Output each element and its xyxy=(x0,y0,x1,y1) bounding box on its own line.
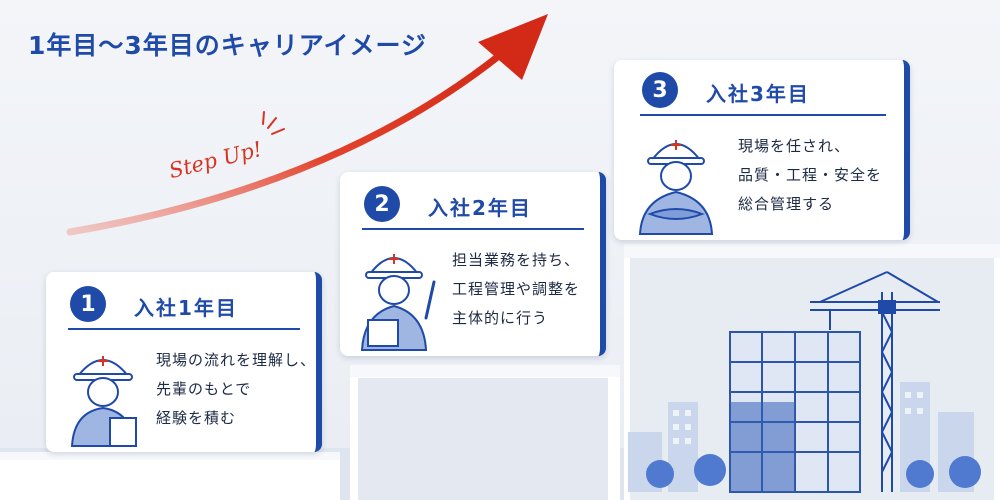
step-divider xyxy=(362,228,584,230)
step-year-label: 入社3年目 xyxy=(706,82,810,106)
description-line: 経験を積む xyxy=(156,409,237,427)
step-card-2: 2 入社2年目 担当業務を持ち、 工程管理や調整を 主体的に行う xyxy=(340,172,606,356)
stair-step-1-top xyxy=(0,452,340,460)
worker-arms-crossed-icon xyxy=(638,140,714,235)
step-description: 現場を任され、 品質・工程・安全を 総合管理する xyxy=(738,132,882,219)
stair-step-2-face xyxy=(358,378,608,500)
construction-site-illustration xyxy=(628,271,981,493)
step-description: 現場の流れを理解し、 先輩のもとで 経験を積む xyxy=(156,346,316,433)
step-description: 担当業務を持ち、 工程管理や調整を 主体的に行う xyxy=(452,246,580,333)
stair-step-1 xyxy=(0,452,340,500)
worker-holding-clipboard-icon xyxy=(70,356,137,447)
step-year-label: 入社2年目 xyxy=(428,196,532,220)
description-line: 先輩のもとで xyxy=(156,380,252,398)
description-line: 工程管理や調整を xyxy=(452,280,581,298)
description-line: 主体的に行う xyxy=(452,309,549,327)
description-line: 現場を任され、 xyxy=(738,137,851,155)
worker-pointing-clipboard-icon xyxy=(360,254,436,351)
stair-step-2-top xyxy=(350,365,620,377)
description-line: 現場の流れを理解し、 xyxy=(156,351,317,369)
description-line: 品質・工程・安全を xyxy=(738,166,883,184)
page-title: 1年目〜3年目のキャリアイメージ xyxy=(28,31,428,60)
stair-step-3-top xyxy=(624,244,1000,258)
step-number-badge: 3 xyxy=(642,72,678,108)
step-divider xyxy=(640,114,886,116)
description-line: 担当業務を持ち、 xyxy=(452,251,581,269)
step-number-badge: 2 xyxy=(364,186,400,222)
step-card-1: 1 入社1年目 現場の流れを理解し、 先輩のもとで 経験を積む xyxy=(46,272,322,452)
description-line: 総合管理する xyxy=(738,195,835,213)
step-divider xyxy=(68,328,300,330)
step-card-3: 3 入社3年目 現場を任され、 品質・工程・安全を 総合管理する xyxy=(614,60,910,240)
step-number-badge: 1 xyxy=(70,286,106,322)
step-year-label: 入社1年目 xyxy=(134,296,238,320)
